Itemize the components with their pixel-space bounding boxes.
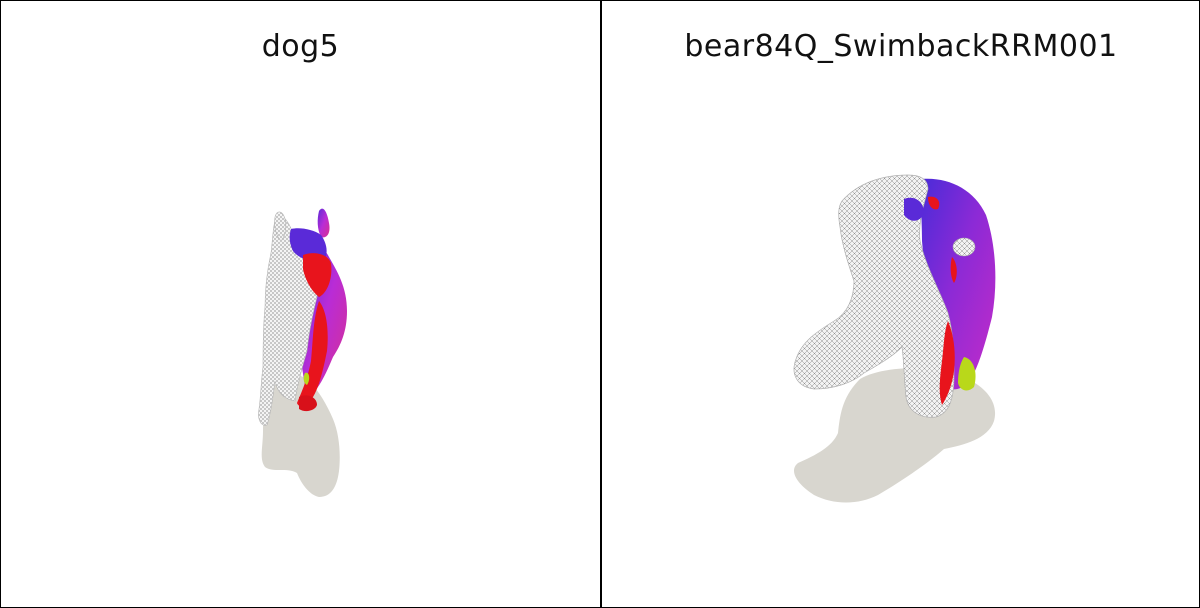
panel-title-left: dog5 bbox=[261, 29, 340, 64]
bear-red-side bbox=[950, 257, 957, 283]
bear-render bbox=[793, 174, 996, 503]
dog-red-chest bbox=[303, 253, 332, 297]
bear-purple-patch bbox=[904, 197, 924, 221]
bear-red-leg bbox=[939, 321, 955, 405]
bear-red-shoulder bbox=[928, 196, 940, 210]
dog-head-purple bbox=[289, 228, 327, 262]
viewport-right[interactable]: bear84Q_SwimbackRRM001 bbox=[600, 1, 1200, 607]
panel-title-right: bear84Q_SwimbackRRM001 bbox=[684, 29, 1118, 64]
bear-ear bbox=[952, 237, 976, 257]
viewport-left[interactable]: dog5 bbox=[1, 1, 600, 607]
bear-green-foot bbox=[958, 357, 976, 391]
dog-ear-right bbox=[317, 208, 330, 238]
dog-green-tip bbox=[303, 372, 310, 385]
dog-red-leg bbox=[297, 301, 328, 406]
dog-shadow bbox=[261, 373, 340, 497]
dog-red-paw bbox=[299, 395, 317, 412]
dog-ear-left bbox=[274, 211, 287, 242]
dog-render bbox=[258, 208, 347, 497]
